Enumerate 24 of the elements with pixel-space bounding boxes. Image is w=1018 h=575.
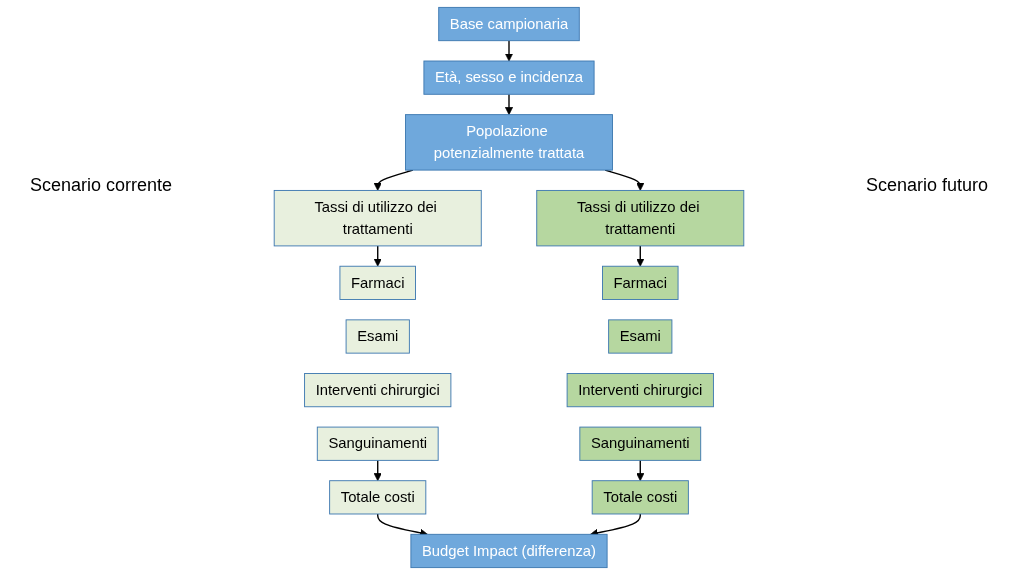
node-box: Interventi chirurgici [304,373,452,408]
node-box: Esami [608,319,673,354]
arrow [636,459,645,482]
node-box: Base campionaria [438,6,580,42]
arrow [636,245,645,267]
arrow [373,245,382,267]
node-box: Età, sesso e incidenza [423,60,595,95]
scenario-heading: Scenario futuro [865,175,988,196]
node-box: Farmaci [602,265,679,300]
node-box: Esami [345,319,410,354]
node-box: Farmaci [339,265,416,300]
node-box: Totale costi [329,480,427,515]
scenario-heading: Scenario corrente [30,175,173,196]
arrow [504,93,514,115]
node-box: Budget Impact (differenza) [410,533,608,569]
node-box: Sanguinamenti [579,426,702,461]
node-box: Tassi di utilizzo dei trattamenti [536,189,745,247]
node-box: Interventi chirurgici [566,373,714,408]
node-box: Sanguinamenti [316,426,439,461]
arrow [373,459,382,482]
node-box: Tassi di utilizzo dei trattamenti [273,189,482,247]
node-box: Popolazione potenzialmente trattata [405,114,613,171]
node-box: Totale costi [591,480,689,515]
arrow [504,40,514,62]
